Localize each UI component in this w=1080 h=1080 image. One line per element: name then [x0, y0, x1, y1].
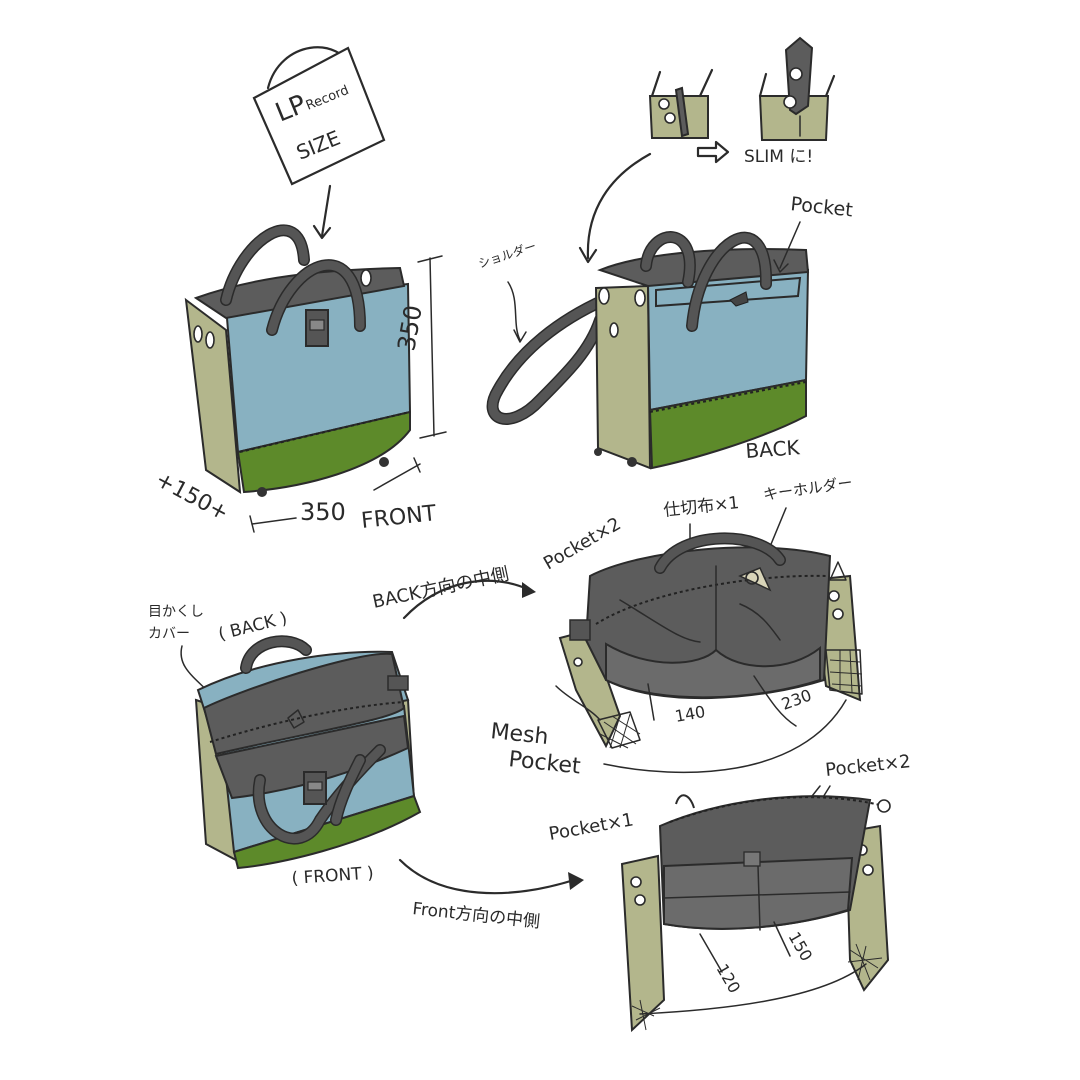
- back-interior-label: BACK方向の中側: [371, 564, 511, 613]
- pocket-x1-label: Pocket×1: [547, 809, 635, 845]
- front-interior-label: Front方向の中側: [411, 899, 540, 932]
- interior-back-panel: Pocket×2 仕切布×1 キーホルダー 14: [489, 474, 863, 780]
- front-label: FRONT: [360, 501, 438, 534]
- lp-size-tag: LP Record SIZE: [252, 46, 386, 240]
- interior-front-panel: Pocket×1 Pocket×2 120 150: [547, 751, 912, 1033]
- key-holder-label: キーホルダー: [762, 474, 854, 504]
- dim-150-label: 150: [785, 929, 817, 965]
- front-interior-arrow: Front方向の中側: [398, 858, 584, 932]
- dim-140-label: 140: [673, 702, 706, 726]
- bag-front-view: [184, 224, 412, 497]
- dim-120-label: 120: [713, 961, 745, 997]
- back-interior-arrow: BACK方向の中側: [371, 564, 536, 620]
- pocket-x2-label-a: Pocket×2: [540, 513, 625, 574]
- front-paren-label: ( FRONT ): [291, 863, 374, 889]
- slim-detail: SLIM に!: [648, 36, 836, 167]
- mesh-label-line2: Pocket: [507, 747, 582, 779]
- bag-back-view: [486, 231, 810, 470]
- cover-label-line2: カバー: [148, 626, 190, 642]
- mesh-label-line1: Mesh: [489, 719, 549, 750]
- divider-label: 仕切布×1: [662, 493, 740, 521]
- back-label: BACK: [745, 435, 802, 463]
- pocket-x2-label-b: Pocket×2: [824, 751, 911, 781]
- pocket-top-label: Pocket: [789, 193, 853, 221]
- bag-open-view: 目かくし カバー ( BACK ) ( FRONT ): [148, 604, 422, 889]
- slim-label: SLIM に!: [744, 147, 813, 167]
- cover-label-line1: 目かくし: [148, 604, 204, 620]
- shoulder-label: ショルダー: [476, 238, 538, 271]
- dim-width-label: 350: [300, 498, 346, 526]
- slim-arrow: [586, 152, 652, 260]
